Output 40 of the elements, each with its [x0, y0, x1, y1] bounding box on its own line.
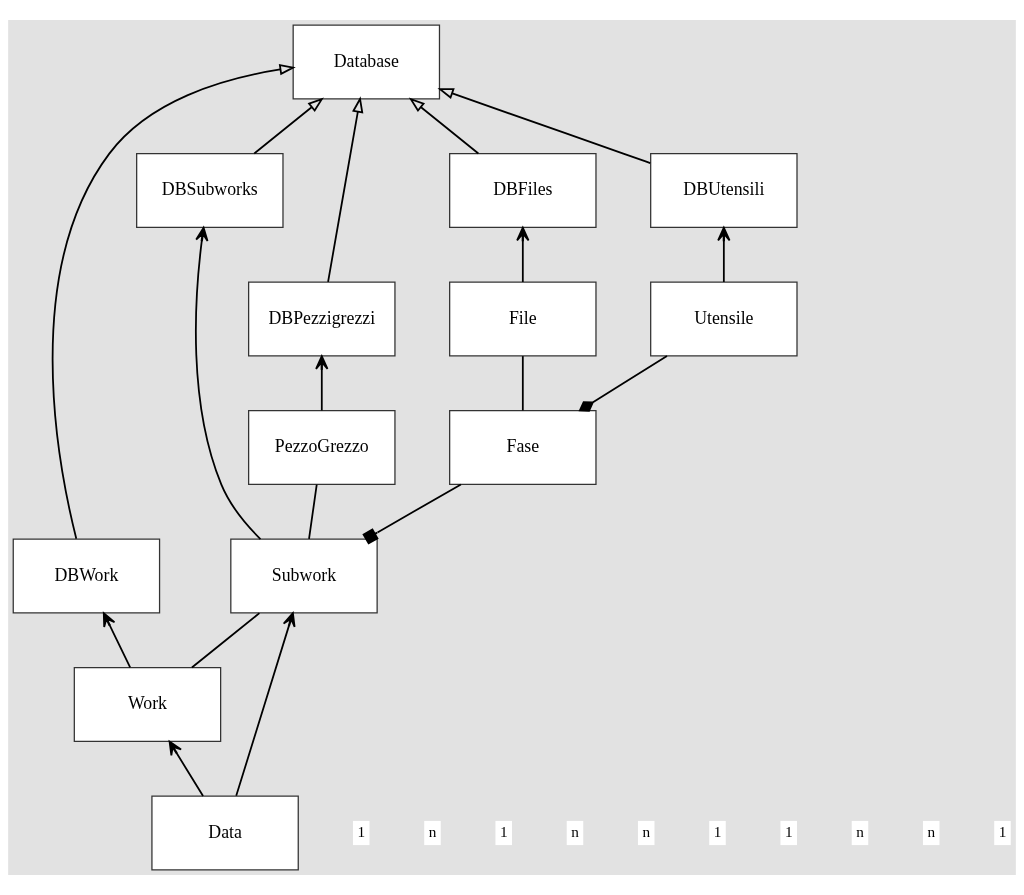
arrow — [51, 63, 296, 540]
connector — [521, 355, 524, 412]
node-box: Database — [292, 24, 441, 100]
arrow — [235, 612, 296, 797]
arrow — [516, 226, 530, 283]
connector — [362, 483, 462, 545]
label: 1 — [499, 822, 508, 840]
label: n — [428, 822, 437, 840]
label: n — [642, 822, 651, 840]
arrow — [253, 97, 324, 155]
node-box: PezzoGrezzo — [248, 409, 396, 486]
label: 1 — [784, 822, 793, 840]
node-box: Subwork — [230, 538, 378, 614]
label: 1 — [998, 822, 1007, 840]
node-box: Data — [151, 795, 299, 871]
node-box: File — [449, 281, 597, 357]
connector — [191, 612, 261, 669]
arrow — [102, 612, 132, 669]
arrow — [408, 97, 480, 155]
node-box: Utensile — [650, 281, 798, 357]
node-box: DBFiles — [449, 152, 597, 229]
arrow — [327, 96, 364, 283]
label: 1 — [713, 822, 722, 840]
label: n — [856, 822, 864, 840]
label: 1 — [357, 822, 366, 840]
arrow — [717, 226, 731, 283]
label: n — [927, 822, 936, 840]
node-box: Fase — [449, 409, 597, 486]
arrow — [194, 226, 262, 540]
label: n — [571, 822, 579, 840]
node-box: DBWork — [12, 538, 161, 614]
connector — [308, 483, 318, 540]
arrow — [437, 88, 652, 164]
node-box: DBSubworks — [136, 152, 284, 229]
node-box: DBPezzigrezzi — [248, 281, 396, 357]
node-box: Work — [73, 666, 222, 743]
connector — [578, 355, 668, 412]
arrow — [168, 740, 204, 797]
arrow — [315, 355, 329, 412]
node-box: DBUtensili — [650, 152, 798, 229]
